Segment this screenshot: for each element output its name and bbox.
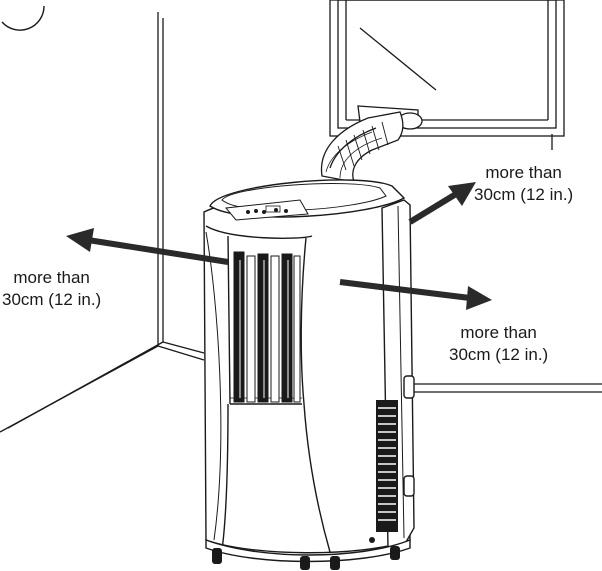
clearance-label-right-bottom-line1: more than [460,323,537,342]
clearance-label-right-bottom-line2: 30cm (12 in.) [449,345,549,364]
clearance-label-left: more than 30cm (12 in.) [2,267,101,311]
clearance-arrow-right-bottom [339,279,492,310]
clearance-arrow-left [66,228,229,265]
side-grille [376,400,398,532]
clearance-label-right-top-line1: more than [485,163,562,182]
exhaust-hose [320,111,404,183]
clearance-arrow-right-top [408,182,476,225]
clearance-label-right-bottom: more than 30cm (12 in.) [449,322,548,366]
clearance-label-left-line2: 30cm (12 in.) [2,290,102,309]
step-badge-circle [1,5,45,31]
front-louvers [233,251,301,403]
window-frame [329,0,565,165]
room-walls [0,12,602,433]
clearance-label-right-top: more than 30cm (12 in.) [474,162,573,206]
clearance-label-left-line1: more than [13,268,90,287]
caster-wheels [212,546,400,570]
clearance-label-right-top-line2: 30cm (12 in.) [474,185,574,204]
